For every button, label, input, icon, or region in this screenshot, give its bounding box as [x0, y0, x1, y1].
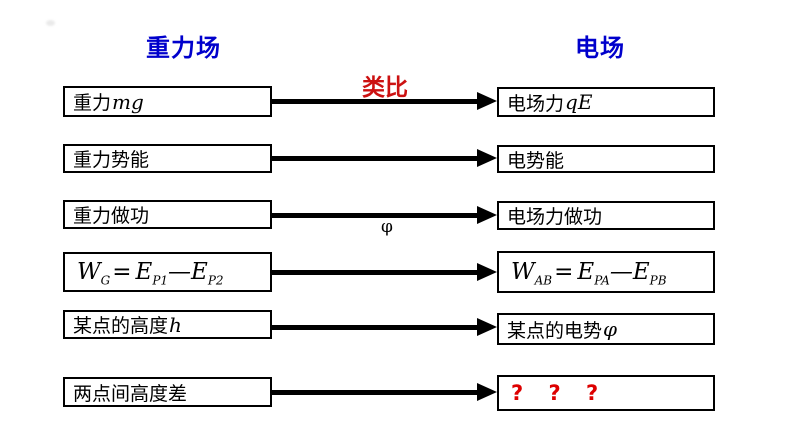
right-column-title: 电场 — [575, 34, 625, 62]
analogy-label: 类比 — [362, 75, 408, 101]
box-work-by-gravity: 重力做功 — [63, 200, 272, 229]
arrow-line — [272, 324, 479, 330]
smudge-artifact — [46, 20, 55, 26]
box-text: 某点的高度 — [73, 315, 169, 337]
box-text: 电场力 — [507, 92, 565, 115]
formula-minus: — — [609, 259, 633, 285]
arrow-line — [272, 98, 479, 104]
formula-term: EP2 — [191, 259, 224, 288]
arrow-head-icon — [477, 206, 497, 224]
box-text: 重力 — [73, 92, 112, 114]
formula-minus: — — [168, 259, 192, 285]
formula-term: EPB — [632, 259, 667, 288]
question-marks-text: ? ? ? — [511, 381, 608, 405]
box-text: 某点的电势 — [507, 319, 603, 342]
formula-term: EP1 — [135, 259, 169, 288]
box-math: h — [169, 312, 182, 337]
analogy-arrow-2 — [272, 149, 497, 167]
box-text: 两点间高度差 — [73, 382, 188, 405]
formula-term: WAB — [511, 259, 553, 288]
stray-phi-label: φ — [381, 217, 393, 237]
box-gravity-work-formula: WG = EP1 — EP2 — [63, 252, 272, 292]
box-text: 重力做功 — [73, 205, 150, 227]
box-math: φ — [603, 317, 618, 341]
box-text: 电场力做功 — [507, 206, 603, 228]
analogy-arrow-1 — [272, 92, 497, 110]
box-question-marks: ? ? ? — [497, 375, 715, 411]
box-electric-potential-energy: 电势能 — [497, 145, 715, 173]
box-work-by-electric-force: 电场力做功 — [497, 201, 715, 230]
analogy-arrow-5 — [272, 318, 497, 336]
arrow-line — [272, 269, 479, 275]
arrow-head-icon — [477, 263, 497, 281]
arrow-head-icon — [477, 318, 497, 336]
arrow-head-icon — [477, 92, 497, 110]
analogy-arrow-3 — [272, 206, 497, 224]
analogy-arrow-4 — [272, 263, 497, 281]
box-height-difference: 两点间高度差 — [63, 377, 272, 407]
arrow-head-icon — [477, 149, 497, 167]
box-potential-of-point: 某点的电势 φ — [497, 313, 715, 345]
box-text: 电势能 — [507, 149, 565, 172]
box-gravitational-potential-energy: 重力势能 — [63, 144, 272, 173]
box-math: qE — [565, 90, 593, 114]
box-text: 重力势能 — [73, 149, 150, 171]
analogy-arrow-6 — [272, 383, 497, 401]
arrow-head-icon — [477, 383, 497, 401]
formula-equals: = — [554, 259, 574, 285]
formula-term: WG — [77, 259, 111, 288]
arrow-line — [272, 155, 479, 161]
formula-equals: = — [112, 259, 132, 285]
left-column-title: 重力场 — [146, 34, 221, 62]
arrow-line — [272, 212, 479, 218]
box-math: mg — [112, 89, 144, 114]
box-electric-work-formula: WAB = EPA — EPB — [497, 251, 715, 293]
formula-term: EPA — [577, 259, 610, 288]
arrow-line — [272, 389, 479, 395]
